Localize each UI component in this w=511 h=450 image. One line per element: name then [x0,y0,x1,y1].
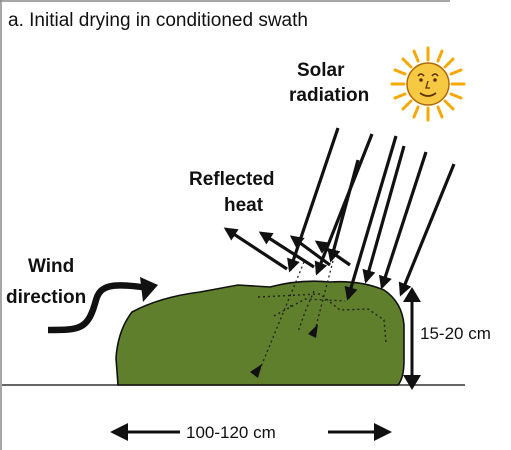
wind-arrow-curve [47,282,149,334]
swath-inner-paths [257,290,387,344]
solar-radiation-arrows [287,127,456,301]
wind-direction-label-line1: Wind [28,256,74,277]
reflected-heat-label-line1: Reflected [189,169,275,190]
sun-face-icon [390,46,466,122]
solar-radiation-label-line1: Solar [297,60,345,81]
reflected-heat-arrows [223,227,351,271]
reflected-heat-label-line2: heat [224,195,264,216]
height-arrowhead-top [403,287,421,302]
interior-arrowhead-1 [250,364,262,378]
wind-arrowhead [140,277,158,302]
diagram-title: a. Initial drying in conditioned swath [8,10,308,31]
width-arrowhead-left [110,423,128,441]
interior-arrowhead-2 [308,324,318,338]
wind-direction-label-line2: direction [6,287,86,308]
solar-radiation-label-line2: radiation [289,85,369,106]
interior-dotted-arrows [257,260,334,375]
width-label: 100-120 cm [186,423,276,442]
height-arrowhead-bottom [403,375,421,390]
swath-mound [115,280,405,386]
width-arrowhead-right [374,423,392,441]
height-label: 15-20 cm [420,324,491,343]
